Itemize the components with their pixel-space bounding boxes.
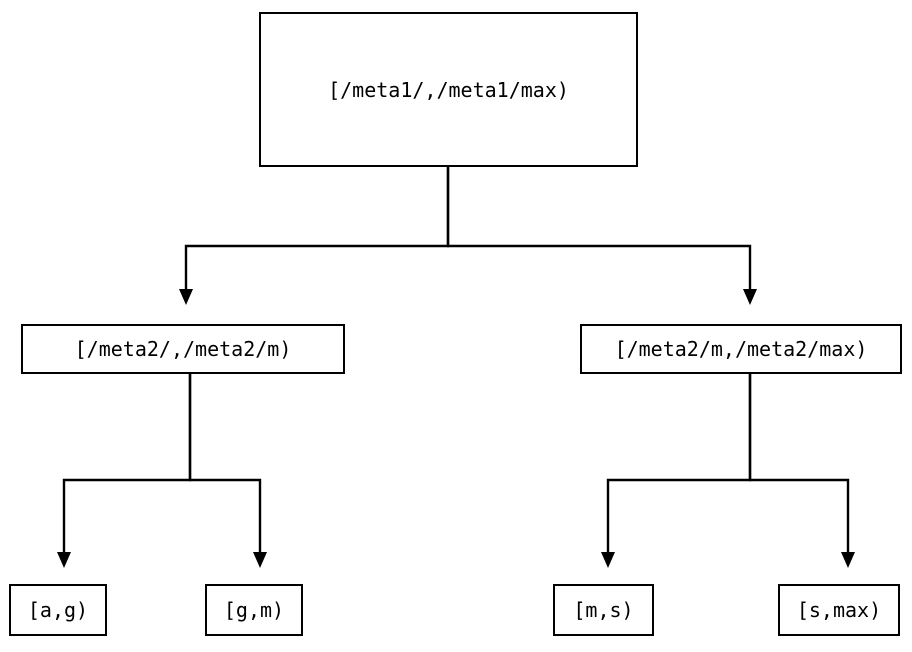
node-leaf-g-m-label: [g,m) [223,598,285,622]
node-leaf-s-max[interactable]: [s,max) [778,584,900,636]
node-leaf-s-max-label: [s,max) [796,598,882,622]
node-leaf-m-s[interactable]: [m,s) [553,584,654,636]
node-level2-right-label: [/meta2/m,/meta2/max) [614,337,868,361]
node-level2-right[interactable]: [/meta2/m,/meta2/max) [580,324,902,374]
node-level2-left[interactable]: [/meta2/,/meta2/m) [21,324,345,374]
node-leaf-a-g[interactable]: [a,g) [9,584,107,636]
node-root-label: [/meta1/,/meta1/max) [328,77,569,102]
arrowhead-icon [57,552,71,568]
node-leaf-g-m[interactable]: [g,m) [205,584,303,636]
node-leaf-m-s-label: [m,s) [573,598,634,622]
arrowhead-icon [601,552,615,568]
edge-root-to-level2-right [446,167,757,305]
node-root[interactable]: [/meta1/,/meta1/max) [259,12,638,167]
node-level2-left-label: [/meta2/,/meta2/m) [74,337,292,361]
arrowhead-icon [841,552,855,568]
node-leaf-a-g-label: [a,g) [27,598,89,622]
arrowhead-icon [179,289,193,305]
edge-level2-right-to-leaf-m-s [601,374,752,568]
edge-level2-left-to-leaf-a-g [57,374,192,568]
edge-level2-left-to-leaf-g-m [188,374,267,568]
arrowhead-icon [743,289,757,305]
arrowhead-icon [253,552,267,568]
edge-root-to-level2-left [179,167,450,305]
edge-level2-right-to-leaf-s-max [748,374,855,568]
